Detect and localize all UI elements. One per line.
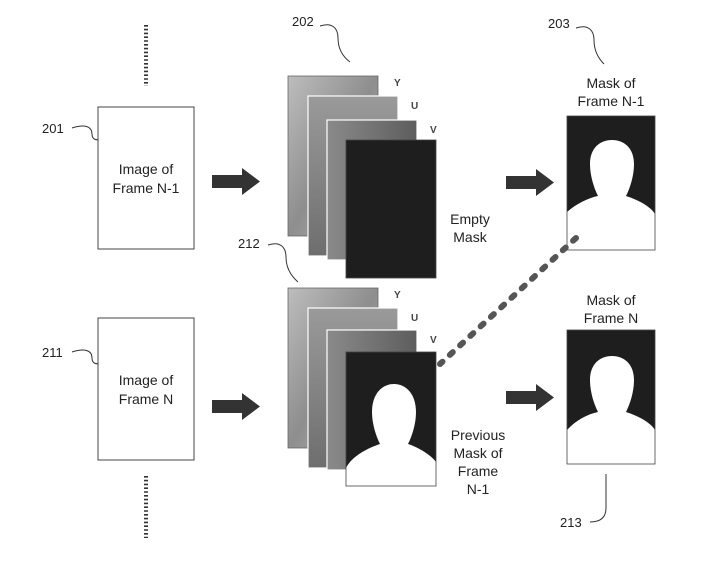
ref-212: 212 (238, 236, 260, 251)
frame-n-line2: Frame N (118, 391, 174, 407)
frame-n-line1: Image of (118, 372, 174, 388)
frame-n-minus-1-line1: Image of (118, 161, 174, 177)
channel-v-top: V (430, 125, 437, 136)
mask-curr-line2: Frame N (583, 310, 639, 326)
arrow-top-left (212, 168, 260, 195)
frame-n-label: Image of Frame N (98, 371, 194, 409)
ref-203: 203 (548, 16, 570, 31)
arrow-top-right (506, 169, 554, 196)
channel-y-top: Y (394, 78, 401, 89)
mask-feedback-dotted-line (437, 235, 579, 367)
mask-frame-n-minus-1-caption: Mask of Frame N-1 (560, 74, 662, 110)
channel-y-bottom: Y (394, 290, 401, 301)
frame-n-box (97, 317, 195, 461)
previous-mask-line4: N-1 (466, 481, 490, 497)
ref-211: 211 (42, 345, 63, 360)
empty-mask-plane (345, 139, 437, 279)
frame-n-minus-1-label: Image of Frame N-1 (98, 160, 194, 198)
mask-curr-line1: Mask of (586, 292, 636, 308)
empty-mask-line1: Empty (450, 211, 490, 227)
channel-u-top: U (411, 101, 419, 112)
channel-u-bottom: U (411, 313, 419, 324)
input-stack-top (287, 75, 437, 279)
frame-n-minus-1-line2: Frame N-1 (112, 180, 180, 196)
mask-prev-line2: Frame N-1 (577, 93, 645, 109)
leader-201 (71, 125, 103, 141)
leader-202 (319, 24, 351, 63)
previous-mask-plane (345, 351, 437, 487)
previous-mask-line3: Frame (457, 463, 499, 479)
ref-201: 201 (42, 121, 64, 136)
mask-prev-line1: Mask of (586, 75, 636, 91)
leader-213 (589, 474, 607, 523)
channel-v-bottom: V (430, 335, 437, 346)
previous-mask-line2: Mask of (453, 445, 503, 461)
leader-212 (267, 243, 299, 283)
arrow-bottom-right (506, 384, 554, 411)
previous-mask-caption: Previous Mask of Frame N-1 (440, 426, 516, 498)
ref-202: 202 (292, 14, 314, 29)
previous-mask-line1: Previous (450, 427, 506, 443)
mask-frame-n-caption: Mask of Frame N (560, 291, 662, 327)
input-stack-bottom (287, 287, 437, 487)
ref-213: 213 (560, 515, 582, 530)
leader-203 (575, 26, 605, 65)
empty-mask-caption: Empty Mask (440, 210, 500, 246)
mask-frame-n (566, 329, 656, 465)
frame-n-minus-1-box (97, 106, 195, 250)
arrow-bottom-left (212, 393, 260, 420)
empty-mask-line2: Mask (453, 229, 487, 245)
mask-frame-n-minus-1 (566, 115, 656, 251)
leader-211 (71, 349, 103, 365)
